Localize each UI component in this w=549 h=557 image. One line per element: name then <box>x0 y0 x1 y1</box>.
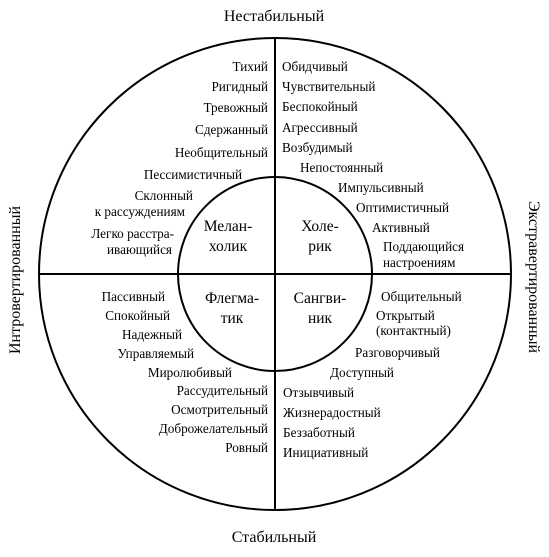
trait: Тревожный <box>204 100 269 115</box>
trait: Миролюбивый <box>148 365 232 380</box>
trait: Оптимистичный <box>356 200 449 215</box>
trait: Чувствительный <box>282 79 375 94</box>
temperament-sanguine-line2: ник <box>308 310 333 327</box>
trait: Управляемый <box>118 346 195 361</box>
trait: ивающийся <box>107 242 172 257</box>
trait: Легко расстра- <box>91 226 174 241</box>
trait: Необщительный <box>175 145 268 160</box>
trait: Доброжелательный <box>159 421 268 436</box>
trait: Жизнерадостный <box>283 405 381 420</box>
trait: Поддающийся <box>383 239 464 254</box>
temperament-melancholic-line2: холик <box>209 238 248 255</box>
trait: Склонный <box>135 188 193 203</box>
trait: Беззаботный <box>283 425 355 440</box>
trait: Ригидный <box>211 79 268 94</box>
temperament-melancholic-line1: Мелан- <box>204 218 253 235</box>
trait: Открытый <box>376 308 435 323</box>
trait: к рассуждениям <box>95 204 186 219</box>
axis-label-right: Экстравертированный <box>525 201 542 354</box>
axis-label-left: Интровертированный <box>7 206 24 355</box>
temperament-choleric-line1: Холе- <box>301 218 339 235</box>
trait: Инициативный <box>283 445 368 460</box>
trait: (контактный) <box>376 323 451 338</box>
trait: Спокойный <box>105 308 170 323</box>
trait: Пассивный <box>102 289 165 304</box>
trait: Активный <box>372 220 430 235</box>
trait: Доступный <box>330 365 394 380</box>
temperament-sanguine-line1: Сангви- <box>294 290 347 307</box>
temperament-choleric-line2: рик <box>308 238 332 255</box>
axis-label-top: Нестабильный <box>224 8 325 25</box>
traits-bottom-left: Пассивный Спокойный Надежный Управляемый… <box>102 289 268 455</box>
axis-label-bottom: Стабильный <box>232 529 317 546</box>
trait: Рассудительный <box>177 383 268 398</box>
trait: Сдержанный <box>195 122 268 137</box>
traits-top-left: Тихий Ригидный Тревожный Сдержанный Необ… <box>91 59 268 257</box>
trait: Осмотрительный <box>171 402 268 417</box>
trait: Тихий <box>233 59 269 74</box>
traits-bottom-right: Общительный Открытый (контактный) Разгов… <box>283 289 462 460</box>
trait: Импульсивный <box>338 180 424 195</box>
trait: Отзывчивый <box>283 385 354 400</box>
trait: Беспокойный <box>282 99 358 114</box>
trait: Разговорчивый <box>355 345 440 360</box>
trait: Пессимистичный <box>144 167 242 182</box>
trait: Надежный <box>122 327 182 342</box>
trait: Общительный <box>381 289 462 304</box>
trait: Ровный <box>225 440 268 455</box>
trait: настроениям <box>383 255 456 270</box>
trait: Непостоянный <box>300 160 383 175</box>
temperament-phlegmatic-line1: Флегма- <box>205 290 259 307</box>
trait: Возбудимый <box>282 140 353 155</box>
trait: Обидчивый <box>282 59 348 74</box>
traits-top-right: Обидчивый Чувствительный Беспокойный Агр… <box>282 59 464 270</box>
trait: Агрессивный <box>282 120 358 135</box>
temperament-phlegmatic-line2: тик <box>221 310 244 327</box>
